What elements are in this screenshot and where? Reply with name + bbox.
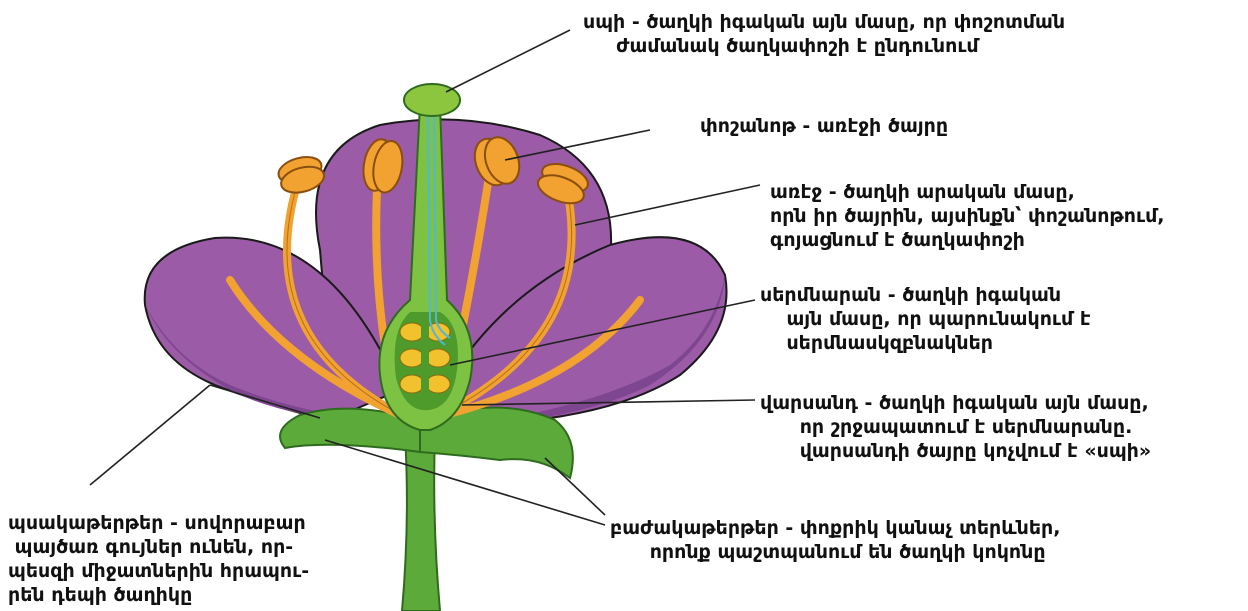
label-petals: պսակաթերթեր - սովորաբար պայծառ գույներ ո…: [8, 511, 309, 607]
label-ovary: սերմնարան - ծաղկի իգական այն մասը, որ պա…: [760, 283, 1091, 355]
leader-stigma: [446, 30, 570, 92]
label-stamen: առէջ - ծաղկի արական մասը, որն իր ծայրին,…: [770, 180, 1165, 252]
leader-petals: [90, 385, 210, 485]
ovary-septum: [421, 320, 429, 400]
stem: [402, 435, 440, 611]
label-pistil: վարսանդ - ծաղկի իգական այն մասը, որ շրջա…: [760, 391, 1151, 463]
leader-sepal-right: [545, 458, 605, 515]
label-sepals: բաժակաթերթեր - փոքրիկ կանաչ տերևներ, որո…: [610, 516, 1060, 564]
label-anther: փոշանոթ - առէջի ծայրը: [700, 114, 948, 138]
label-stigma: սպի - ծաղկի իգական այն մասը, որ փոշոտման…: [583, 10, 1065, 58]
